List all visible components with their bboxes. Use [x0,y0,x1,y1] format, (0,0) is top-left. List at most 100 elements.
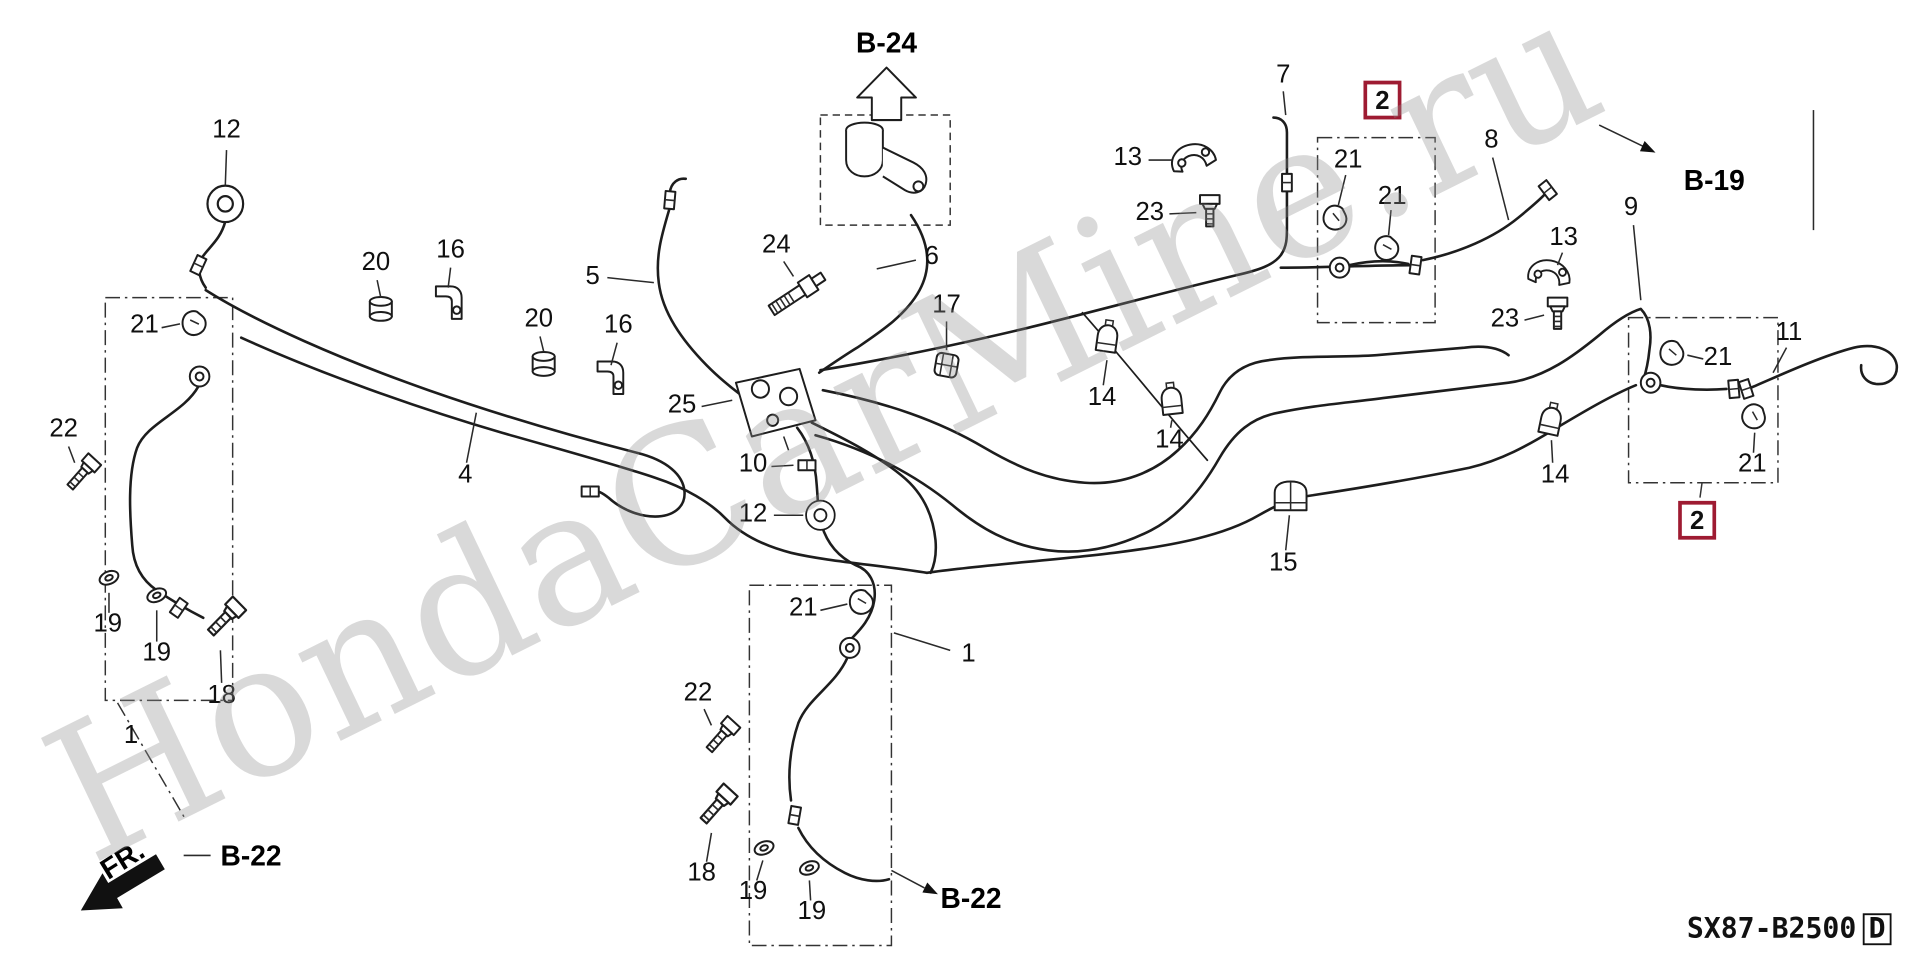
clamp-bracket-part [596,360,625,395]
part-callout-21: 21 [1738,447,1767,477]
part-callout-25: 25 [668,388,697,418]
clamp-bracket-part [434,285,463,320]
grommet-part [206,184,245,224]
part-callout-24: 24 [762,228,791,258]
part-callout-15: 15 [1269,546,1298,576]
part-callout-19: 19 [93,607,122,637]
banjo-fitting-part [1639,371,1662,394]
ref-b24: B-24 [856,27,917,59]
assembly-box-leader-left [116,702,187,821]
banjo-fitting-part [188,365,211,388]
part-callout-16: 16 [436,233,465,263]
part-callout-8: 8 [1484,123,1498,153]
hose-clip-part [178,307,210,339]
hose-assembly-box-right-bottom [1627,316,1779,484]
pipe-fitting [787,804,803,826]
banjo-fitting-part [838,636,861,659]
part-callout-12: 12 [739,497,768,527]
master-cylinder-art [845,121,928,194]
pipe-fitting [1737,378,1755,400]
part-callout-14: 14 [1155,423,1184,453]
washer-part [797,857,822,879]
pipe-clip-part [1159,380,1184,416]
hose-clip-part [1659,339,1685,366]
part-callout-23: 23 [1135,196,1164,226]
highlight-box [1363,80,1402,120]
part-callout-19: 19 [142,636,171,666]
ref-b19: B-19 [1684,165,1745,197]
pipe-fitting [189,254,208,277]
part-callout-2: 2 [1375,85,1389,115]
ref-b22-bottom: B-22 [941,883,1002,915]
part-callout-13: 13 [1113,141,1142,171]
callout-labels: 12 20 16 20 16 4 21 22 19 19 18 1 5 24 6… [49,58,1802,925]
ref-b22-left: B-22 [221,840,282,872]
part-callout-6: 6 [925,240,939,270]
front-direction-arrow-icon [80,854,165,911]
hose-assembly-box-bottom [748,584,893,947]
part-callout-21: 21 [130,308,159,338]
bolt-part [62,452,103,494]
watermark: HondaCarMine.ru [16,0,1630,905]
pipe-fitting [1727,378,1741,400]
bolt-part [695,782,739,829]
reference-arrows [80,66,1656,911]
diagram-code: SX87-B2500 [1687,912,1856,945]
pipe-clip-part [1537,400,1565,437]
flare-nut-part [663,189,677,211]
hose-assembly-box-right-top [1316,136,1436,324]
b19-arrow-icon [1639,140,1656,153]
part-callout-21: 21 [1704,341,1733,371]
assembly-box-leader-right [1698,482,1703,501]
bolt-part [1546,296,1569,330]
highlighted-callouts: 2 2 [1363,80,1717,540]
part-callout-7: 7 [1276,58,1290,88]
part-callout-22: 22 [684,676,713,706]
assembly-boxes [104,114,1779,947]
proportioning-valve-art [734,367,817,451]
washer-part [751,837,777,859]
diagram-code-suffix-box [1862,913,1892,946]
part-callout-14: 14 [1088,381,1117,411]
nut-part [368,296,393,322]
part-callout-21: 21 [789,591,818,621]
pipe-clip-part [1273,480,1308,512]
pipe-fitting [1408,254,1423,276]
bracket-part [1525,254,1575,292]
part-callout-20: 20 [524,302,553,332]
washer-part [144,584,170,606]
part-callout-14: 14 [1541,458,1570,488]
part-callout-2: 2 [1690,505,1704,535]
reference-labels: B-24 B-19 B-22 B-22 FR. [95,27,1745,915]
hose-assembly-box-left [104,296,234,702]
part-callout-10: 10 [739,447,768,477]
highlight-box [1678,500,1717,540]
b19-arrow-line [1598,124,1647,149]
leader-lines [67,91,1788,901]
part-callout-16: 16 [604,308,633,338]
parts-layer [62,121,1770,879]
b22-arrow-line [891,869,925,889]
part-callout-23: 23 [1491,302,1520,332]
part-callout-18: 18 [207,679,236,709]
part-callout-1: 1 [961,637,975,667]
hose-clip-part [1738,400,1770,433]
part-callout-1: 1 [124,719,138,749]
part-callout-18: 18 [687,856,716,886]
part-callout-11: 11 [1776,316,1803,346]
part-callout-21: 21 [1378,180,1407,210]
part-callout-13: 13 [1549,221,1578,251]
b24-arrow-icon [856,66,917,122]
part-callout-4: 4 [458,458,472,488]
part-callout-19: 19 [798,895,827,925]
nut-part [531,351,556,377]
part-callout-17: 17 [932,288,961,318]
bolt-part [701,714,742,757]
b22-arrow-icon [922,882,938,895]
part-callout-12: 12 [212,113,241,143]
diagram-code-group: SX87-B2500 D [1687,912,1892,946]
part-callout-22: 22 [49,412,78,442]
diagram-code-suffix: D [1869,912,1886,945]
